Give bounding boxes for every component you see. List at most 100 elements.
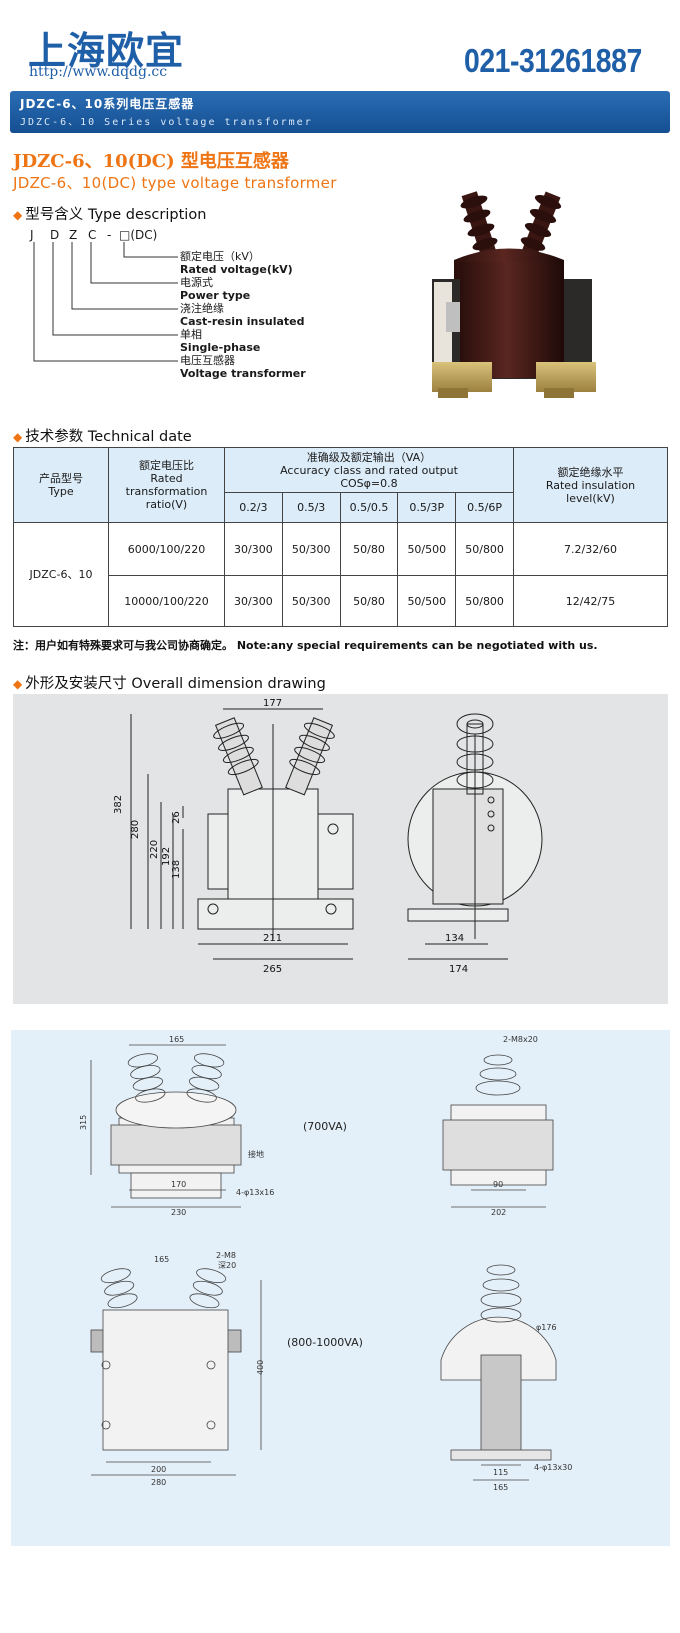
tech-heading: ◆技术参数 Technical date: [13, 425, 192, 446]
dim-label: 2-M8x20: [503, 1035, 538, 1044]
banner-title-cn: JDZC-6、10系列电压互感器: [20, 97, 195, 111]
dim-label: 220: [149, 840, 160, 859]
dimension-drawing-main: 177 382 280 220 192 138 26 211 265 134 1…: [13, 694, 668, 1004]
dimension-drawing-svg: 177 382 280 220 192 138 26 211 265 134 1…: [113, 698, 543, 975]
th-accuracy-en: Accuracy class and rated output: [280, 463, 458, 477]
th-ratio: 额定电压比 Rated transformation ratio(V): [108, 447, 225, 523]
legend-en: Voltage transformer: [180, 367, 306, 380]
drawing-heading-text: 外形及安装尺寸 Overall dimension drawing: [25, 676, 326, 692]
dim-label: 138: [171, 860, 182, 879]
dim-label: 2-M8: [216, 1251, 236, 1260]
model-letter: C: [88, 228, 97, 242]
type-desc-heading: ◆型号含义 Type description: [13, 203, 206, 224]
td-insulation: 7.2/32/60: [513, 522, 668, 576]
th-type: 产品型号 Type: [13, 447, 109, 523]
dim-label: 280: [130, 820, 141, 839]
legend-cn: 单相: [180, 328, 202, 341]
td-value: 50/500: [397, 522, 457, 576]
legend-item: 电压互感器 Voltage transformer: [180, 354, 306, 380]
td-value: 50/800: [455, 522, 514, 576]
td-value: 30/300: [224, 575, 283, 627]
dim-label: 4-φ13x30: [534, 1463, 572, 1472]
diamond-bullet-icon: ◆: [13, 208, 23, 222]
dim-label: 115: [493, 1468, 508, 1477]
legend-en: Rated voltage(kV): [180, 263, 293, 276]
diamond-bullet-icon: ◆: [13, 677, 23, 691]
dim-label: 深20: [218, 1261, 236, 1270]
company-logo: 上海欧宜: [28, 29, 185, 73]
dimension-drawing-variants: 165 315 170 230 2-M8x20 90 202 4-φ13x16 …: [11, 1030, 670, 1546]
th-class: 0.5/6P: [455, 492, 514, 523]
dim-label: 4-φ13x16: [236, 1188, 274, 1197]
dim-label: 382: [113, 795, 124, 814]
td-value: 30/300: [224, 522, 283, 576]
td-value: 50/500: [397, 575, 457, 627]
th-insulation-en: level(kV): [566, 491, 615, 505]
tech-heading-text: 技术参数 Technical date: [25, 429, 192, 445]
dim-label: 202: [491, 1208, 506, 1217]
td-value: 50/80: [339, 575, 399, 627]
td-model: JDZC-6、10: [13, 522, 109, 627]
dim-label: 400: [256, 1360, 265, 1375]
dim-label: 165: [169, 1035, 184, 1044]
dim-label: 200: [151, 1465, 166, 1474]
tech-table: 产品型号 Type 额定电压比 Rated transformation rat…: [13, 447, 668, 627]
th-accuracy-cn: 准确级及额定输出（VA）: [306, 450, 432, 464]
table-row: JDZC-6、10 6000/100/220 30/300 50/300 50/…: [13, 522, 668, 627]
insulator-right: [519, 191, 562, 263]
td-value: 50/800: [455, 575, 514, 627]
dim-label: 90: [493, 1180, 503, 1189]
type-desc-heading-text: 型号含义 Type description: [25, 207, 207, 223]
th-ratio-cn: 额定电压比: [139, 459, 194, 472]
td-ratio: 6000/100/220: [108, 522, 225, 576]
dim-label: 134: [445, 933, 464, 944]
th-class: 0.5/3: [281, 492, 341, 523]
variant-label-700va: (700VA): [303, 1120, 347, 1133]
legend-en: Power type: [180, 289, 251, 302]
legend-cn: 电压互感器: [180, 354, 235, 367]
product-title-cn: JDZC-6、10(DC) 型电压互感器: [13, 151, 289, 172]
diamond-bullet-icon: ◆: [13, 430, 23, 444]
dim-label: 26: [171, 811, 182, 824]
dim-label: 165: [154, 1255, 169, 1264]
drawing-heading: ◆外形及安装尺寸 Overall dimension drawing: [13, 672, 326, 693]
dim-label: 315: [79, 1115, 88, 1130]
legend-en: Cast-resin insulated: [180, 315, 305, 328]
dim-label: 280: [151, 1478, 166, 1487]
type-desc-leader-lines: [33, 242, 178, 362]
dim-label: 165: [493, 1483, 508, 1492]
dim-label: 230: [171, 1208, 186, 1217]
dim-label: 174: [449, 964, 468, 975]
dim-label: φ176: [536, 1323, 557, 1332]
insulator-left: [460, 191, 499, 263]
dim-label: 211: [263, 933, 282, 944]
legend-cn: 额定电压（kV）: [180, 250, 260, 263]
table-row: 10000/100/220 30/300 50/300 50/80 50/500…: [14, 575, 668, 627]
legend-item: 浇注绝缘 Cast-resin insulated: [180, 302, 305, 328]
page-header: 上海欧宜 http://www.dqdg.cc 021-31261887: [0, 0, 680, 88]
td-value: 50/80: [339, 522, 399, 576]
th-accuracy: 准确级及额定输出（VA） Accuracy class and rated ou…: [224, 447, 514, 493]
th-insulation-cn: 额定绝缘水平: [557, 465, 624, 479]
legend-item: 单相 Single-phase: [180, 328, 260, 354]
dimension-drawing-variants-svg: 165 315 170 230 2-M8x20 90 202 4-φ13x16 …: [79, 1035, 572, 1492]
model-letter: D: [50, 228, 60, 242]
variant-label-800va: (800-1000VA): [287, 1336, 363, 1349]
dim-label: 192: [161, 847, 172, 866]
th-accuracy-cos: COSφ=0.8: [340, 476, 398, 490]
phone-number: 021-31261887: [464, 42, 642, 79]
special-requirements-note: 注：用户如有特殊要求可与我公司协商确定。 Note:any special re…: [13, 639, 598, 652]
dim-label: 177: [263, 698, 282, 709]
company-url[interactable]: http://www.dqdg.cc: [29, 64, 168, 80]
model-letter: -: [107, 228, 112, 242]
product-photo: [432, 191, 596, 398]
legend-cn: 电源式: [180, 276, 213, 289]
th-insulation: 额定绝缘水平 Rated insulation level(kV): [513, 447, 668, 523]
dim-label: 接地: [248, 1149, 264, 1159]
legend-item: 电源式 Power type: [180, 276, 250, 302]
th-class: 0.5/0.5: [339, 492, 399, 523]
th-ratio-en: transformation: [125, 485, 208, 498]
model-letter: □(DC): [119, 228, 158, 242]
th-type-cn: 产品型号: [39, 472, 83, 485]
td-insulation: 12/42/75: [513, 575, 668, 627]
